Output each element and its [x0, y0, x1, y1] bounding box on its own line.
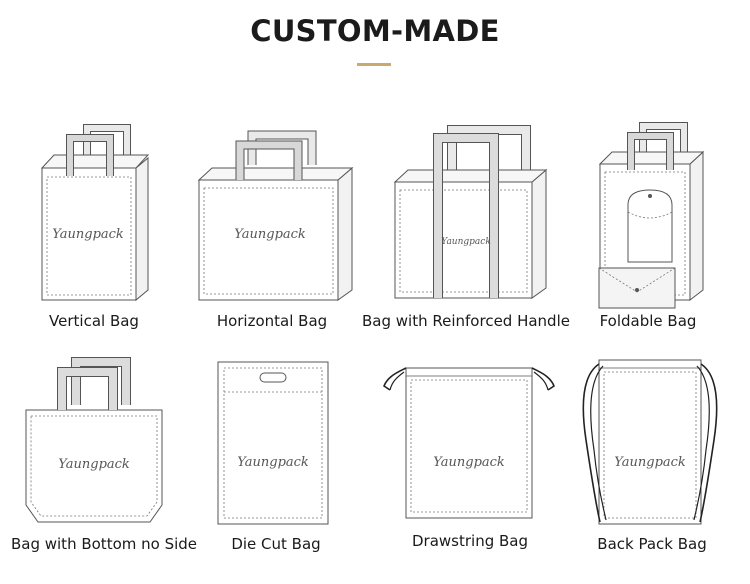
- brand-watermark: Yaungpack: [614, 455, 686, 470]
- page-title: CUSTOM-MADE: [250, 14, 500, 48]
- brand-watermark: Yaungpack: [234, 227, 306, 242]
- drawstring-bag-caption: Drawstring Bag: [411, 532, 529, 550]
- reinforced-handle-bag-caption: Bag with Reinforced Handle: [362, 312, 570, 330]
- back-pack-bag-caption: Back Pack Bag: [597, 535, 707, 553]
- die-cut-bag-caption: Die Cut Bag: [231, 535, 321, 553]
- title-underline: [357, 63, 391, 66]
- brand-watermark: Yaungpack: [58, 457, 130, 472]
- vertical-bag-caption: Vertical Bag: [49, 312, 139, 330]
- brand-watermark: Yaungpack: [433, 455, 505, 470]
- brand-watermark: Yaungpack: [52, 227, 124, 242]
- brand-watermark: Yaungpack: [441, 237, 491, 247]
- foldable-bag-caption: Foldable Bag: [599, 312, 697, 330]
- bottom-no-side-bag-caption: Bag with Bottom no Side: [10, 535, 198, 553]
- brand-watermark: Yaungpack: [237, 455, 309, 470]
- horizontal-bag-caption: Horizontal Bag: [216, 312, 328, 330]
